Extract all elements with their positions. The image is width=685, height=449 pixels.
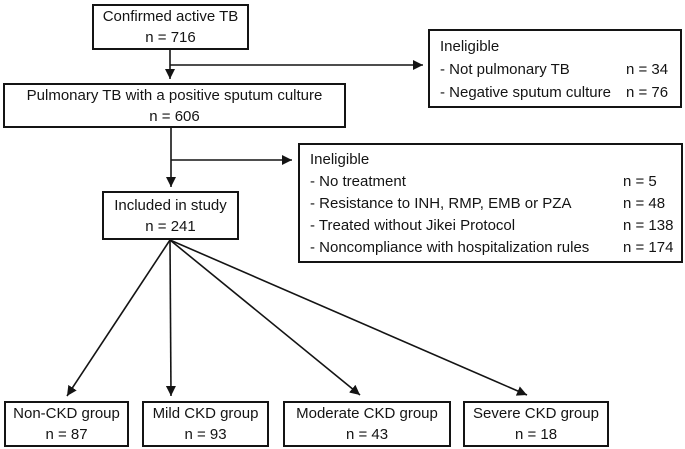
box-group-mild-ckd: Mild CKD group n = 93: [142, 401, 269, 447]
list-item: - Not pulmonary TB n = 34: [440, 58, 672, 81]
box-count: n = 87: [45, 426, 88, 443]
box-label: Mild CKD group: [152, 405, 259, 422]
box-count: n = 716: [145, 29, 196, 46]
box-label: Non-CKD group: [13, 405, 120, 422]
box-count: n = 606: [149, 107, 200, 125]
item-count: n = 34: [626, 61, 669, 78]
item-label: - Resistance to INH, RMP, EMB or PZA: [310, 195, 572, 212]
item-count: n = 76: [626, 84, 669, 101]
list-item: - No treatment n = 5: [310, 171, 673, 193]
item-count: n = 5: [623, 173, 657, 190]
box-included-in-study: Included in study n = 241: [102, 191, 239, 240]
box-label: Severe CKD group: [473, 405, 599, 422]
list-item: - Noncompliance with hospitalization rul…: [310, 237, 673, 259]
list-item: - Resistance to INH, RMP, EMB or PZA n =…: [310, 193, 673, 215]
box-pulmonary-tb: Pulmonary TB with a positive sputum cult…: [3, 83, 346, 128]
box-group-nonckd: Non-CKD group n = 87: [4, 401, 129, 447]
box-group-moderate-ckd: Moderate CKD group n = 43: [283, 401, 451, 447]
item-count: n = 138: [623, 217, 674, 234]
box-label: Pulmonary TB with a positive sputum cult…: [26, 86, 323, 104]
item-count: n = 48: [623, 195, 666, 212]
box-count: n = 93: [184, 426, 227, 443]
box-count: n = 18: [514, 426, 558, 443]
arrow-included-to-nonckd: [66, 239, 171, 397]
box-confirmed-active-tb: Confirmed active TB n = 716: [92, 4, 249, 50]
box-label: Included in study: [114, 196, 227, 214]
list-item: - Negative sputum culture n = 76: [440, 81, 672, 104]
box-count: n = 43: [345, 426, 389, 443]
box-label: Confirmed active TB: [102, 8, 239, 25]
list-item: - Treated without Jikei Protocol n = 138: [310, 215, 673, 237]
item-label: - No treatment: [310, 173, 406, 190]
item-label: - Noncompliance with hospitalization rul…: [310, 239, 590, 256]
box-label: Moderate CKD group: [296, 405, 438, 422]
box-ineligible-mid: Ineligible - No treatment n = 5 - Resist…: [298, 143, 683, 263]
arrow-included-to-severe: [169, 239, 528, 396]
item-label: - Not pulmonary TB: [440, 61, 570, 78]
arrow-included-to-mild: [165, 239, 176, 397]
box-ineligible-top: Ineligible - Not pulmonary TB n = 34 - N…: [428, 29, 682, 108]
box-title: Ineligible: [440, 38, 500, 55]
item-count: n = 174: [623, 239, 674, 256]
box-group-severe-ckd: Severe CKD group n = 18: [463, 401, 609, 447]
item-label: - Treated without Jikei Protocol: [310, 217, 516, 234]
box-count: n = 241: [145, 217, 196, 235]
arrow-included-to-moderate: [169, 239, 361, 396]
item-label: - Negative sputum culture: [440, 84, 611, 101]
box-title: Ineligible: [310, 151, 370, 168]
